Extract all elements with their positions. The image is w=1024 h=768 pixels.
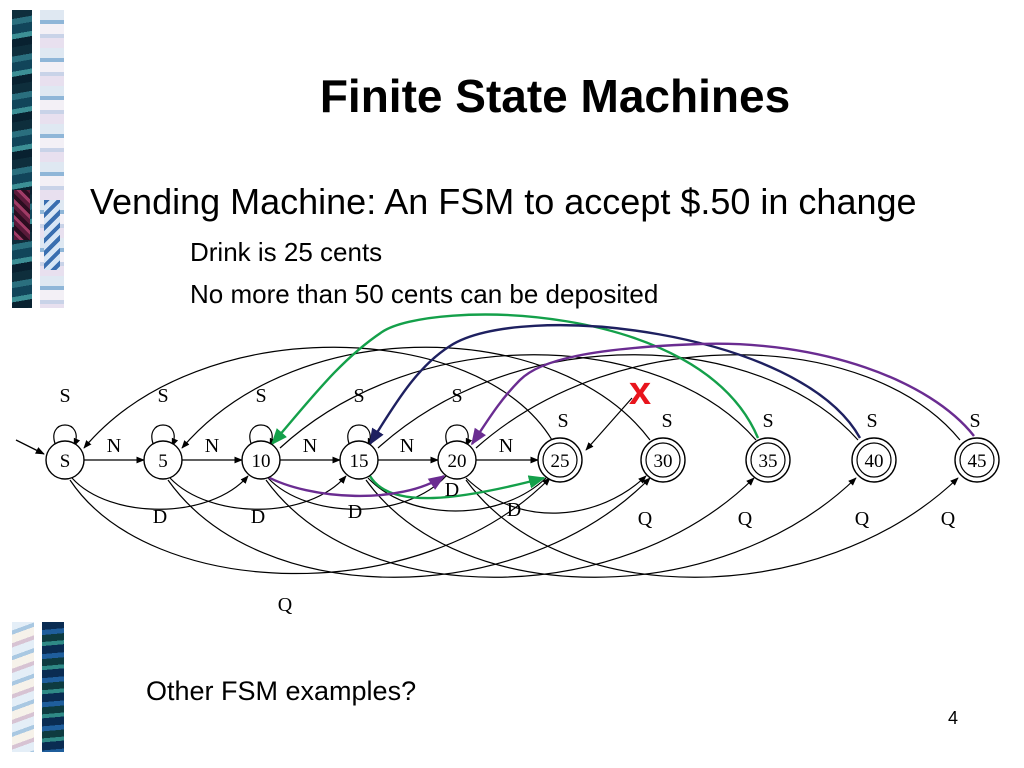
start-arrow — [15, 439, 45, 455]
nickel-label: N — [107, 435, 121, 457]
dime-label: D — [153, 506, 167, 528]
state-label: 40 — [865, 451, 884, 472]
edge-20-to-45 — [465, 477, 959, 578]
state-10: 10 — [241, 440, 281, 480]
state-label: 10 — [252, 451, 271, 472]
self-loop-label: S — [762, 410, 773, 432]
slide-subtitle: Vending Machine: An FSM to accept $.50 i… — [90, 181, 917, 222]
dime-label: D — [251, 506, 265, 528]
decorative-fabric-strip — [12, 622, 34, 752]
quarter-label: Q — [638, 508, 653, 530]
quarter-label: Q — [855, 508, 870, 530]
page-number: 4 — [948, 708, 959, 728]
quarter-label: Q — [941, 508, 956, 530]
highlight-navy-return-40-to-15 — [368, 323, 862, 446]
return-40-to-15 — [377, 354, 859, 449]
dime-label: D — [507, 499, 521, 521]
edge-10-to-20 — [267, 475, 447, 510]
state-30-accepting: 30 — [640, 437, 686, 483]
return-x-to-25 — [585, 397, 633, 451]
state-s: S — [45, 440, 85, 480]
return-35-to-10 — [279, 354, 757, 449]
self-loop-label: S — [59, 385, 70, 407]
edge-20-to-30 — [465, 475, 647, 514]
state-label: 30 — [654, 451, 673, 472]
edge-s-to-10 — [71, 475, 249, 510]
highlight-purple-10-to-20 — [265, 474, 446, 498]
self-loop-label: S — [866, 410, 877, 432]
state-15: 15 — [339, 440, 379, 480]
bullet-deposit-limit: No more than 50 cents can be deposited — [190, 279, 659, 309]
state-label: 20 — [448, 451, 467, 472]
quarter-label: Q — [278, 594, 293, 616]
decorative-fabric-strip — [14, 190, 30, 240]
transition-lines — [53, 346, 961, 578]
state-label: 15 — [350, 451, 369, 472]
self-loop-label: S — [255, 385, 266, 407]
dime-label: D — [445, 479, 459, 501]
edge-15-to-40 — [365, 477, 857, 578]
nickel-label: N — [303, 435, 317, 457]
state-45-accepting: 45 — [954, 437, 1000, 483]
discussion-question: Other FSM examples? — [146, 676, 417, 706]
self-loop-5 — [151, 424, 179, 447]
self-loop-label: S — [451, 385, 462, 407]
decorative-fabric-strip — [44, 200, 60, 270]
self-loop-20 — [445, 424, 473, 447]
self-loop-label: S — [661, 410, 672, 432]
state-5: 5 — [143, 440, 183, 480]
edge-5-to-30 — [167, 477, 651, 578]
self-loop-label: S — [353, 385, 364, 407]
state-25-accepting: 25 — [537, 437, 583, 483]
state-label: S — [60, 451, 71, 472]
quarter-label: Q — [738, 508, 753, 530]
self-loop-label: S — [557, 410, 568, 432]
highlight-green-return-35-to-10 — [270, 313, 760, 446]
state-35-accepting: 35 — [745, 437, 791, 483]
self-loop-s — [53, 424, 81, 447]
state-40-accepting: 40 — [851, 437, 897, 483]
cross-mark: x — [629, 369, 651, 413]
decorative-fabric-strip — [12, 10, 32, 308]
edge-15-to-25 — [367, 477, 547, 512]
fsm-diagram: S 5 10 15 20 25 30 — [15, 313, 1000, 616]
highlight-purple-return-45-to-20 — [471, 342, 975, 446]
nickel-label: N — [499, 435, 513, 457]
edge-s-to-25 — [69, 477, 551, 575]
edge-10-to-35 — [265, 477, 755, 578]
dime-label: D — [348, 501, 362, 523]
state-20: 20 — [437, 440, 477, 480]
state-label: 5 — [158, 451, 168, 472]
nickel-label: N — [205, 435, 219, 457]
self-loop-label: S — [969, 410, 980, 432]
highlight-green-15-to-25 — [368, 475, 546, 500]
decorative-fabric-strip — [42, 622, 64, 752]
self-loop-label: S — [157, 385, 168, 407]
state-label: 35 — [759, 451, 778, 472]
edge-5-to-15 — [169, 475, 347, 510]
state-label: 25 — [551, 451, 570, 472]
slide-title: Finite State Machines — [319, 70, 791, 122]
return-30-to-5 — [181, 346, 651, 449]
bullet-drink-price: Drink is 25 cents — [190, 237, 383, 267]
return-25-to-s — [83, 346, 553, 449]
nickel-label: N — [400, 435, 414, 457]
state-label: 45 — [968, 451, 987, 472]
